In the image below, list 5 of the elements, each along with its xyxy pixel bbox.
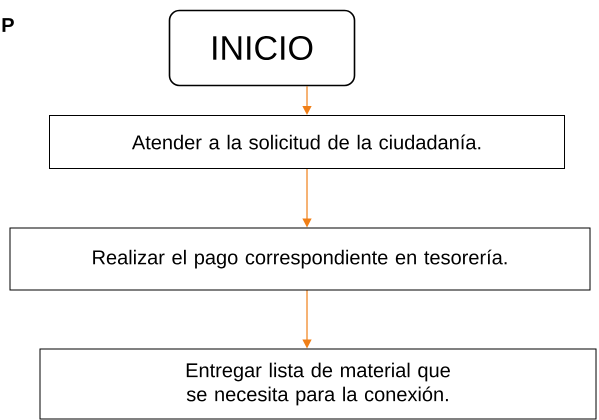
process-box: Entregar lista de material que se necesita para la conexión. (40, 348, 596, 420)
text-fragment: P (2, 18, 14, 32)
process-box: Realizar el pago correspondiente en tesorería. (10, 228, 590, 290)
start-box: INICIO (168, 10, 356, 86)
process-box: Atender a la solicitud de la ciudadanía. (49, 115, 565, 169)
